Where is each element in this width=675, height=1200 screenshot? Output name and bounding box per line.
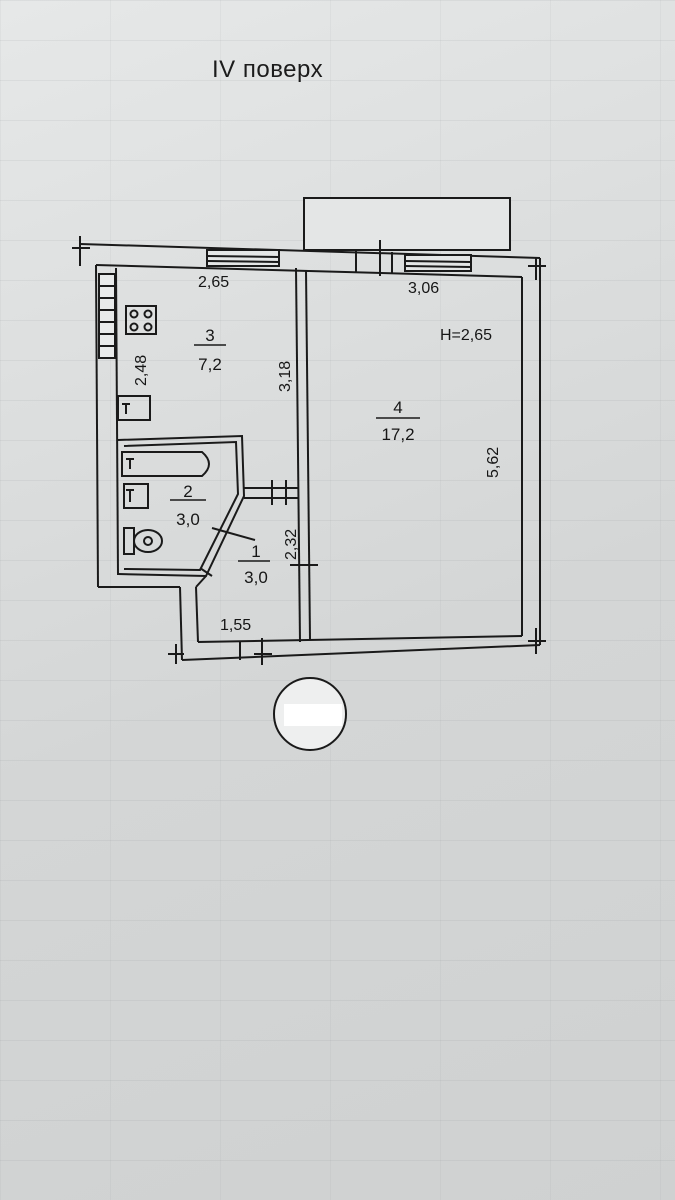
dim-living-height: 5,62	[485, 447, 502, 478]
outer-walls	[79, 243, 541, 661]
dim-kitchen-wall: 3,18	[277, 361, 294, 392]
kitchen-sink-icon	[117, 395, 151, 421]
room-2-number: 2	[183, 482, 192, 501]
floor-label: IV поверх	[212, 56, 324, 83]
room-label-bars	[170, 344, 420, 562]
dim-hall-height: 2,32	[283, 529, 300, 560]
entrance-marker	[273, 677, 347, 751]
stove-icon	[125, 305, 157, 335]
room-3-area: 7,2	[198, 355, 222, 374]
dim-hall-width: 1,55	[220, 617, 251, 634]
room-4-area: 17,2	[381, 425, 414, 444]
room-3-number: 3	[205, 326, 214, 345]
room-4-number: 4	[393, 398, 402, 417]
room-1-area: 3,0	[244, 568, 268, 587]
room-2-area: 3,0	[176, 510, 200, 529]
axis-ticks	[72, 236, 546, 664]
dimension-labels: 2,65 3,06 1,55 2,48 3,18 2,32 5,62	[133, 274, 502, 634]
dim-kitchen-depth: 2,48	[133, 355, 150, 386]
kitchen-fixtures	[98, 273, 116, 359]
balcony	[303, 197, 511, 251]
interior-walls	[117, 267, 318, 665]
ceiling-height: H=2,65	[440, 327, 492, 344]
room-1-number: 1	[251, 542, 260, 561]
dim-living-width: 3,06	[408, 280, 439, 297]
windows	[206, 240, 472, 276]
washbasin-icon	[123, 483, 149, 509]
room-labels: 3 7,2 2 3,0 1 3,0 4 17,2 H=2,65	[176, 326, 492, 587]
toilet-icon	[123, 527, 163, 555]
dim-kitchen-width: 2,65	[198, 274, 229, 291]
bathtub-icon	[121, 451, 210, 477]
